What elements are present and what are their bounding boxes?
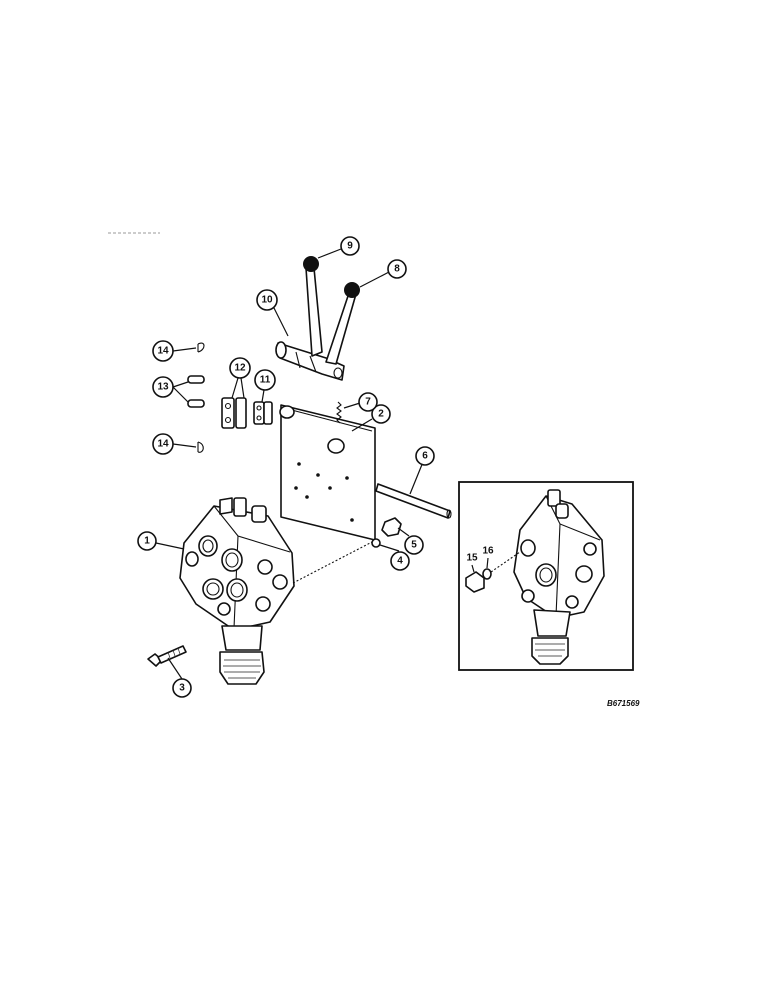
svg-text:10: 10 bbox=[261, 295, 273, 306]
callout-2: 2 bbox=[371, 404, 391, 424]
callout-4: 4 bbox=[390, 551, 410, 571]
lever-knob-8 bbox=[344, 282, 360, 298]
lever-knob-9 bbox=[303, 256, 319, 272]
svg-text:1: 1 bbox=[144, 536, 150, 547]
callout-15: 15 bbox=[466, 553, 478, 564]
callout-7: 7 bbox=[358, 392, 378, 412]
svg-text:6: 6 bbox=[422, 451, 428, 462]
callout-11: 11 bbox=[254, 369, 276, 391]
svg-text:2: 2 bbox=[378, 409, 384, 420]
svg-text:9: 9 bbox=[347, 241, 353, 252]
o-ring-16 bbox=[482, 568, 492, 580]
svg-text:12: 12 bbox=[234, 363, 246, 374]
spring-7 bbox=[336, 401, 342, 424]
svg-text:7: 7 bbox=[365, 397, 371, 408]
callout-14-top: 14 bbox=[152, 340, 174, 362]
svg-text:4: 4 bbox=[397, 556, 403, 567]
callout-8: 8 bbox=[387, 259, 407, 279]
svg-text:13: 13 bbox=[157, 382, 169, 393]
callout-13: 13 bbox=[152, 376, 174, 398]
svg-text:14: 14 bbox=[157, 346, 169, 357]
pins-and-cotters bbox=[187, 342, 205, 453]
svg-text:5: 5 bbox=[411, 540, 417, 551]
rod-6 bbox=[375, 483, 451, 519]
control-valve bbox=[179, 497, 373, 685]
svg-text:8: 8 bbox=[394, 264, 400, 275]
callout-16: 16 bbox=[482, 546, 494, 557]
callout-1: 1 bbox=[137, 531, 157, 551]
svg-text:3: 3 bbox=[179, 683, 185, 694]
nut-5 bbox=[381, 517, 402, 537]
callout-14-bottom: 14 bbox=[152, 433, 174, 455]
callout-9: 9 bbox=[340, 236, 360, 256]
callout-12: 12 bbox=[229, 357, 251, 379]
svg-text:11: 11 bbox=[260, 375, 271, 386]
inset-detail bbox=[458, 481, 634, 671]
callout-3: 3 bbox=[172, 678, 192, 698]
washer-4 bbox=[371, 538, 381, 548]
callout-5: 5 bbox=[404, 535, 424, 555]
drawing-reference-number: B671569 bbox=[607, 699, 640, 708]
callout-6: 6 bbox=[415, 446, 435, 466]
bolt-3 bbox=[147, 645, 187, 667]
callout-10: 10 bbox=[256, 289, 278, 311]
control-levers bbox=[275, 256, 360, 381]
lever-clips bbox=[221, 397, 273, 429]
svg-text:14: 14 bbox=[157, 439, 169, 450]
